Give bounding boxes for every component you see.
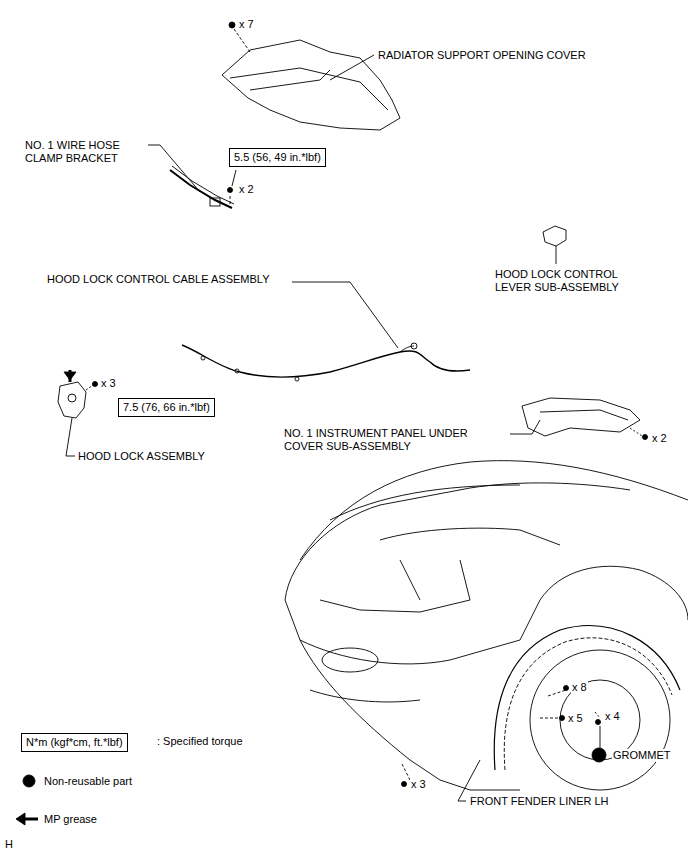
quantity-callout: x 8 <box>571 681 588 694</box>
torque-value: 7.5 (76, 66 in.*lbf) <box>123 401 210 413</box>
quantity-callout: x 7 <box>238 18 255 31</box>
quantity-callout: x 3 <box>410 778 427 791</box>
part-name: GROMMET <box>612 749 671 762</box>
part-name: NO. 1 INSTRUMENT PANEL UNDER COVER SUB-A… <box>283 427 490 453</box>
quantity-callout: x 2 <box>238 183 255 196</box>
torque-box: 5.5 (56, 49 in.*lbf) <box>229 148 326 167</box>
torque-value: 5.5 (56, 49 in.*lbf) <box>234 151 321 163</box>
quantity-callout: x 2 <box>651 432 668 445</box>
legend-text: MP grease <box>43 813 98 826</box>
quantity-callout: x 3 <box>100 377 117 390</box>
quantity-callout: x 4 <box>604 710 621 723</box>
part-name: FRONT FENDER LINER LH <box>469 795 610 808</box>
part-name: NO. 1 WIRE HOSE CLAMP BRACKET <box>24 139 148 165</box>
quantity-callout: x 5 <box>567 712 584 725</box>
part-name: HOOD LOCK ASSEMBLY <box>77 450 206 463</box>
legend-text: Non-reusable part <box>43 775 133 788</box>
torque-box: N*m (kgf*cm, ft.*lbf) <box>21 733 128 752</box>
part-name: HOOD LOCK CONTROL LEVER SUB-ASSEMBLY <box>494 268 636 294</box>
torque-box: 7.5 (76, 66 in.*lbf) <box>118 398 215 417</box>
part-name: HOOD LOCK CONTROL CABLE ASSEMBLY <box>46 273 271 286</box>
part-name: H <box>4 838 14 851</box>
torque-value: N*m (kgf*cm, ft.*lbf) <box>26 736 123 748</box>
legend-text: : Specified torque <box>156 735 244 748</box>
part-name: RADIATOR SUPPORT OPENING COVER <box>377 49 587 62</box>
